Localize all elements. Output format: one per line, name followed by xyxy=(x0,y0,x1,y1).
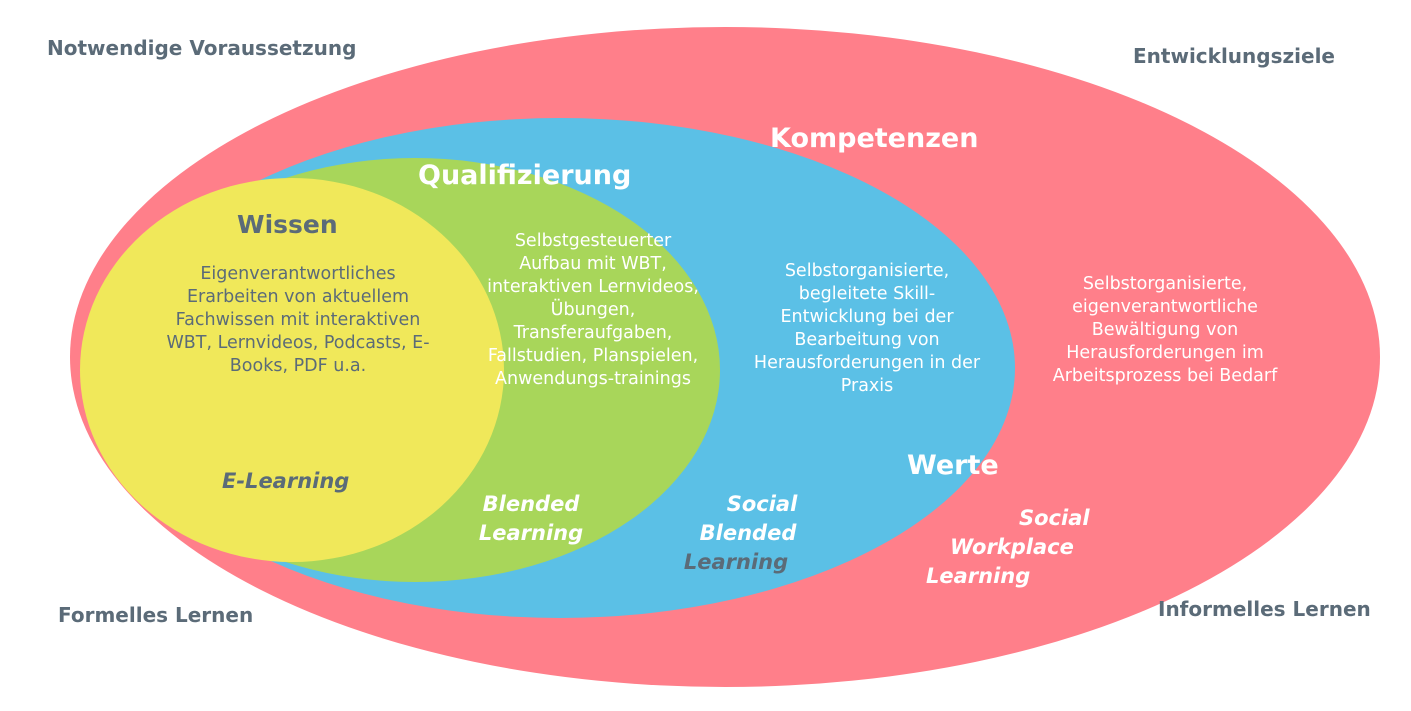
label-informelles-lernen: Informelles Lernen xyxy=(1158,597,1371,621)
qualifizierung-description: Selbstgesteuerter Aufbau mit WBT, intera… xyxy=(487,231,699,389)
werte-title: Werte xyxy=(907,450,999,481)
label-entwicklungsziele: Entwicklungsziele xyxy=(1133,44,1335,68)
qualifizierung-method: Blended Learning xyxy=(466,490,596,548)
kompetenzen-method: Social Blended Learning xyxy=(668,490,818,577)
wissen-description: Eigenverantwortliches Erarbeiten von akt… xyxy=(166,264,430,376)
kompetenzen-method-line2: Blended xyxy=(699,521,797,545)
qualifizierung-method-line2: Learning xyxy=(478,521,584,545)
werte-description: Selbstorganisierte, eigenverantwortliche… xyxy=(1052,274,1278,386)
werte-method-line1: Social xyxy=(1019,506,1090,530)
label-formelles-lernen: Formelles Lernen xyxy=(58,603,254,627)
kompetenzen-method-line3: Learning xyxy=(683,550,789,574)
wissen-title: Wissen xyxy=(237,210,338,239)
qualifizierung-method-line1: Blended xyxy=(482,492,580,516)
werte-method-line3: Learning xyxy=(926,564,1031,588)
qualifizierung-title: Qualifizierung xyxy=(418,160,632,191)
werte-method-line2: Workplace xyxy=(950,535,1074,559)
wissen-method: E-Learning xyxy=(222,469,350,493)
kompetenzen-description: Selbstorganisierte, begleitete Skill-Ent… xyxy=(753,261,981,396)
label-notwendige-voraussetzung: Notwendige Voraussetzung xyxy=(47,36,357,60)
wissen-ellipse xyxy=(80,178,504,562)
kompetenzen-method-line1: Social xyxy=(726,492,798,516)
werte-method: Social Workplace Learning xyxy=(926,504,1091,591)
kompetenzen-title: Kompetenzen xyxy=(770,123,979,154)
